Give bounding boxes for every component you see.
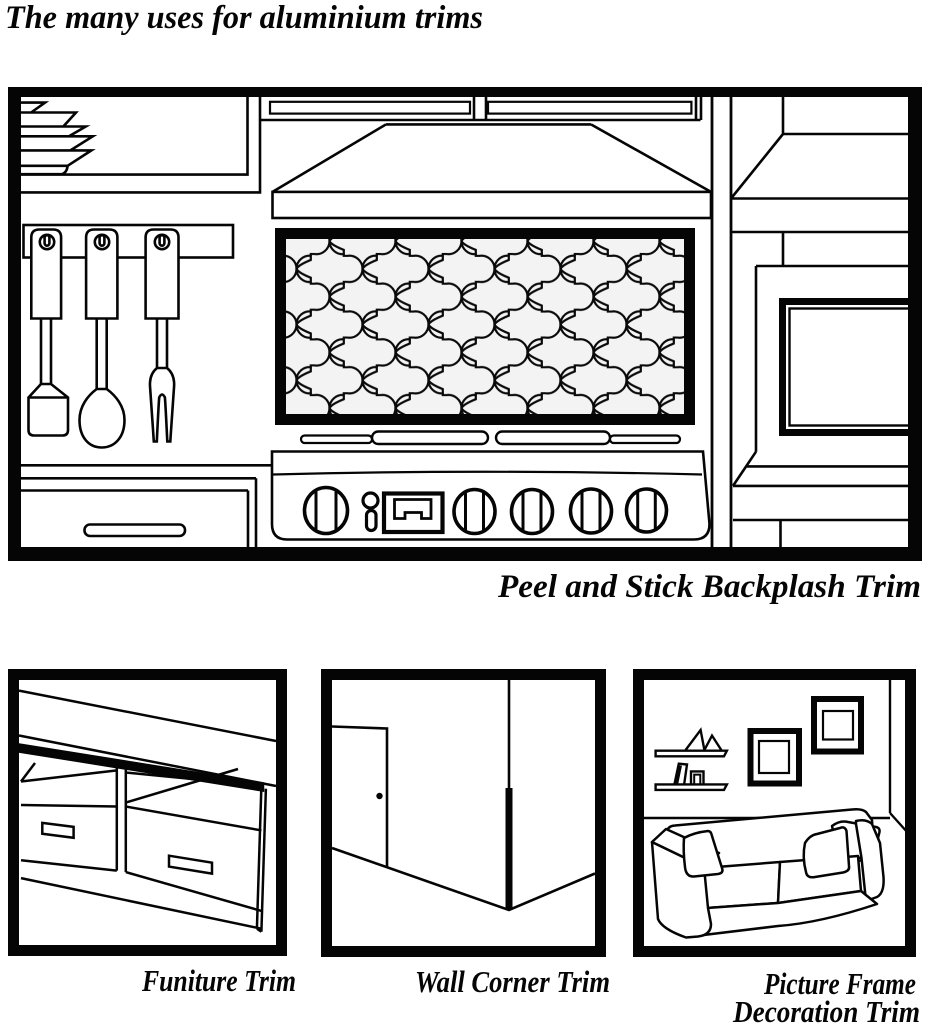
svg-text:Funiture Trim: Funiture Trim: [141, 963, 296, 998]
svg-text:The many uses for aluminium tr: The many uses for aluminium trims: [5, 0, 483, 36]
svg-text:Decoration Trim: Decoration Trim: [732, 994, 920, 1024]
svg-text:Picture Frame: Picture Frame: [763, 966, 916, 1001]
svg-text:Wall Corner Trim: Wall Corner Trim: [415, 964, 610, 999]
svg-text:Peel and Stick Backplash Trim: Peel and Stick Backplash Trim: [497, 569, 921, 605]
